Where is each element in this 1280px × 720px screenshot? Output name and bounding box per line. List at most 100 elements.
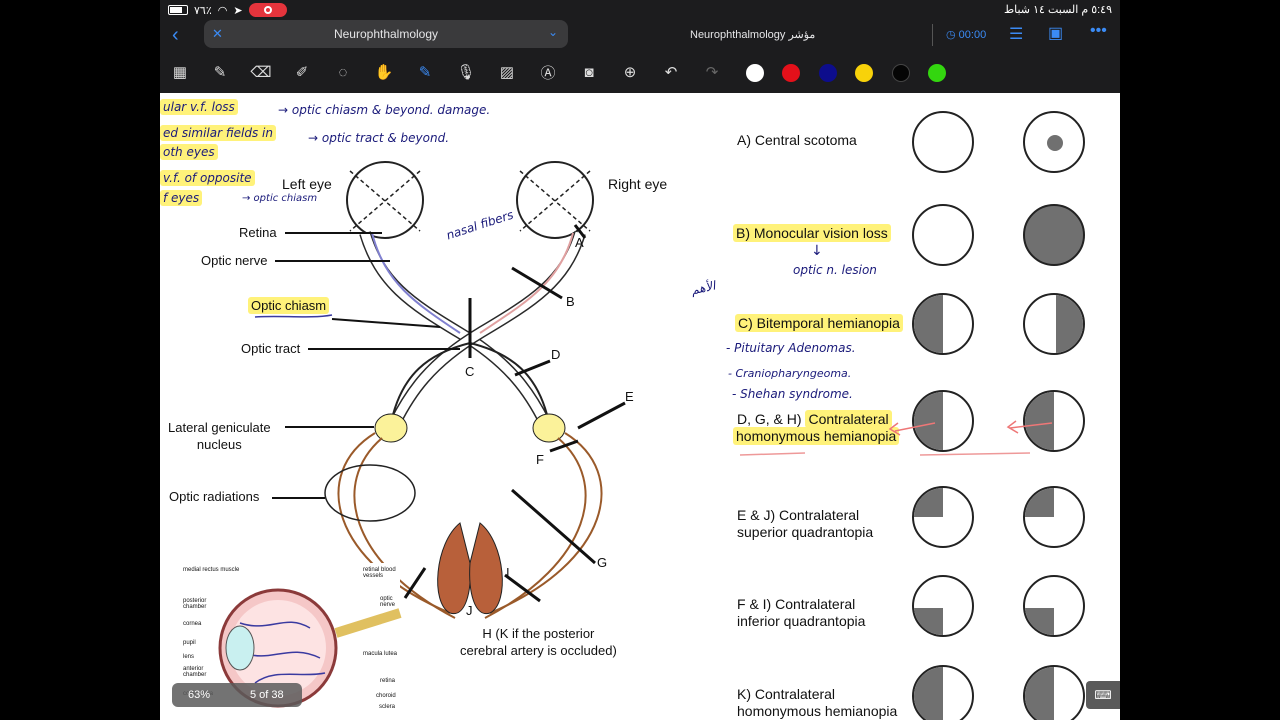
note-optic-lesion: optic n. lesion xyxy=(793,263,877,277)
color-swatch-yellow[interactable] xyxy=(855,64,873,82)
label-optic-tract: Optic tract xyxy=(241,341,301,356)
recording-timer[interactable]: ◷ 00:00 xyxy=(946,29,987,41)
list-icon[interactable]: ☰ xyxy=(1009,26,1024,43)
field-b-left xyxy=(912,204,974,266)
pen-icon[interactable]: ✎ xyxy=(213,64,227,81)
eye-label-macula: macula lutea xyxy=(363,651,398,657)
label-f: F xyxy=(536,452,544,467)
redo-icon[interactable]: ↷ xyxy=(705,64,719,81)
wifi-icon: ◠ xyxy=(217,4,228,17)
defect-c-label: C) Bitemporal hemianopia xyxy=(735,314,903,332)
color-swatch-navy[interactable] xyxy=(819,64,837,82)
battery-percent: ٧٦٪ xyxy=(194,4,212,17)
defect-dgh-label-2: homonymous hemianopia xyxy=(733,427,900,445)
note-tract-beyond: → optic tract & beyond. xyxy=(308,131,450,145)
defect-dgh-prefix: D, G, & H) xyxy=(737,411,806,427)
label-b: B xyxy=(566,294,575,309)
note-sheehan: - Shehan syndrome. xyxy=(732,387,853,401)
field-fi-left xyxy=(912,575,974,637)
label-optic-radiations: Optic radiations xyxy=(169,489,260,504)
location-icon: ➤ xyxy=(233,4,243,17)
undo-icon[interactable]: ↶ xyxy=(664,64,678,81)
status-clock: ٥:٤٩ م السبت ١٤ شباط xyxy=(1003,4,1112,16)
title-bar: ‹ ✕ Neurophthalmology ⌄ Neurophthalmolog… xyxy=(160,18,1120,52)
note-monocular-loss: ular v.f. loss xyxy=(160,99,238,115)
image-icon[interactable]: ▨ xyxy=(499,64,515,81)
label-optic-chiasm: Optic chiasm xyxy=(248,297,330,314)
defect-k-label: K) Contralateral homonymous hemianopia xyxy=(737,686,898,719)
back-chevron-icon[interactable]: ‹ xyxy=(172,24,179,46)
label-left-eye: Left eye xyxy=(282,176,332,192)
ipad-screen: ٧٦٪ ◠ ➤ ٥:٤٩ م السبت ١٤ شباط ‹ ✕ Neuroph… xyxy=(160,0,1120,720)
field-a-left xyxy=(912,111,974,173)
field-dgh-right xyxy=(1023,390,1085,452)
label-d: D xyxy=(551,347,561,362)
field-b-right xyxy=(1023,204,1085,266)
screen-recording-icon[interactable] xyxy=(248,3,287,17)
add-icon[interactable]: ⊕ xyxy=(623,64,637,81)
zoom-level: 63% xyxy=(188,689,211,701)
close-tab-icon[interactable]: ✕ xyxy=(212,26,223,41)
defect-dgh-label-1: Contralateral xyxy=(805,410,892,428)
eye-label-retinal-vessels: retinal blood vessels xyxy=(363,567,396,579)
label-a: A xyxy=(575,235,584,250)
field-k-left xyxy=(912,665,974,720)
color-swatch-green[interactable] xyxy=(928,64,946,82)
defect-a-label: A) Central scotoma xyxy=(737,132,857,148)
note-opposite-vf: v.f. of opposite xyxy=(160,170,255,186)
eye-label-anterior-chamber: anterior chamber xyxy=(183,666,207,678)
label-optic-nerve: Optic nerve xyxy=(201,253,268,268)
arrow-down-icon: ↓ xyxy=(811,243,823,259)
field-dgh-left xyxy=(912,390,974,452)
laser-pointer-icon[interactable]: ✎ xyxy=(418,64,432,81)
defect-fi-label: F & I) Contralateral inferior quadrantop… xyxy=(737,596,866,629)
field-ej-left xyxy=(912,486,974,548)
label-i: I xyxy=(506,565,510,580)
label-retina: Retina xyxy=(239,225,277,240)
lasso-icon[interactable]: ◌ xyxy=(338,63,348,81)
page-layout-icon[interactable]: ▣ xyxy=(1048,25,1064,42)
eye-label-choroid: choroid xyxy=(376,693,396,699)
document-title: Neurophthalmology xyxy=(333,27,439,41)
eye-label-optic-nerve: optic nerve xyxy=(380,596,396,608)
page-indicator[interactable]: 63% 5 of 38 xyxy=(172,683,302,707)
defect-ej-label: E & J) Contralateral superior quadrantop… xyxy=(737,507,874,540)
eye-label-medial-rectus: medial rectus muscle xyxy=(183,567,240,573)
note-craniopharyngioma: - Craniopharyngeoma. xyxy=(728,367,852,380)
label-e: E xyxy=(625,389,634,404)
field-k-right xyxy=(1023,665,1085,720)
eye-label-cornea: cornea xyxy=(183,621,202,627)
field-c-right xyxy=(1023,293,1085,355)
note-both-eyes: oth eyes xyxy=(160,144,218,160)
secondary-document-title[interactable]: Neurophthalmology مؤشر xyxy=(690,29,816,41)
chevron-down-icon[interactable]: ⌄ xyxy=(547,25,558,39)
camera-icon[interactable]: ◙ xyxy=(584,63,594,81)
note-arrow-chiasm: → optic chiasm xyxy=(242,193,318,204)
note-pituitary: - Pituitary Adenomas. xyxy=(726,341,856,355)
eye-label-sclera: sclera xyxy=(379,704,396,710)
timer-value: 00:00 xyxy=(958,29,987,41)
battery-icon xyxy=(168,5,188,15)
note-similar-fields: ed similar fields in xyxy=(160,125,276,141)
annotation-toolbar: ▦ ✎ ⌫ ✐ ◌ ✋ ✎ 🎙 ▨ Ⓐ ◙ ⊕ ↶ ↷ xyxy=(160,55,1120,91)
microphone-icon[interactable]: 🎙 xyxy=(456,64,476,81)
document-page[interactable]: ular v.f. loss → optic chiasm & beyond. … xyxy=(160,93,1120,720)
label-c: C xyxy=(465,364,475,379)
label-j: J xyxy=(466,603,473,618)
document-tab[interactable]: ✕ Neurophthalmology ⌄ xyxy=(204,20,568,48)
color-swatch-red[interactable] xyxy=(782,64,800,82)
label-g: G xyxy=(597,555,608,570)
defect-b-label: B) Monocular vision loss xyxy=(733,224,891,242)
field-c-left xyxy=(912,293,974,355)
eraser-icon[interactable]: ⌫ xyxy=(250,64,272,81)
more-icon[interactable]: ••• xyxy=(1090,22,1107,39)
highlighter-icon[interactable]: ✐ xyxy=(295,64,309,81)
textbox-icon[interactable]: Ⓐ xyxy=(540,64,556,82)
color-swatch-white[interactable] xyxy=(746,64,764,82)
hand-icon[interactable]: ✋ xyxy=(374,64,394,81)
thumbnails-icon[interactable]: ▦ xyxy=(172,64,188,81)
field-fi-right xyxy=(1023,575,1085,637)
eye-label-posterior-chamber: posterior chamber xyxy=(183,598,207,610)
keyboard-icon[interactable]: ⌨ xyxy=(1086,681,1120,709)
color-swatch-black[interactable] xyxy=(892,64,910,82)
